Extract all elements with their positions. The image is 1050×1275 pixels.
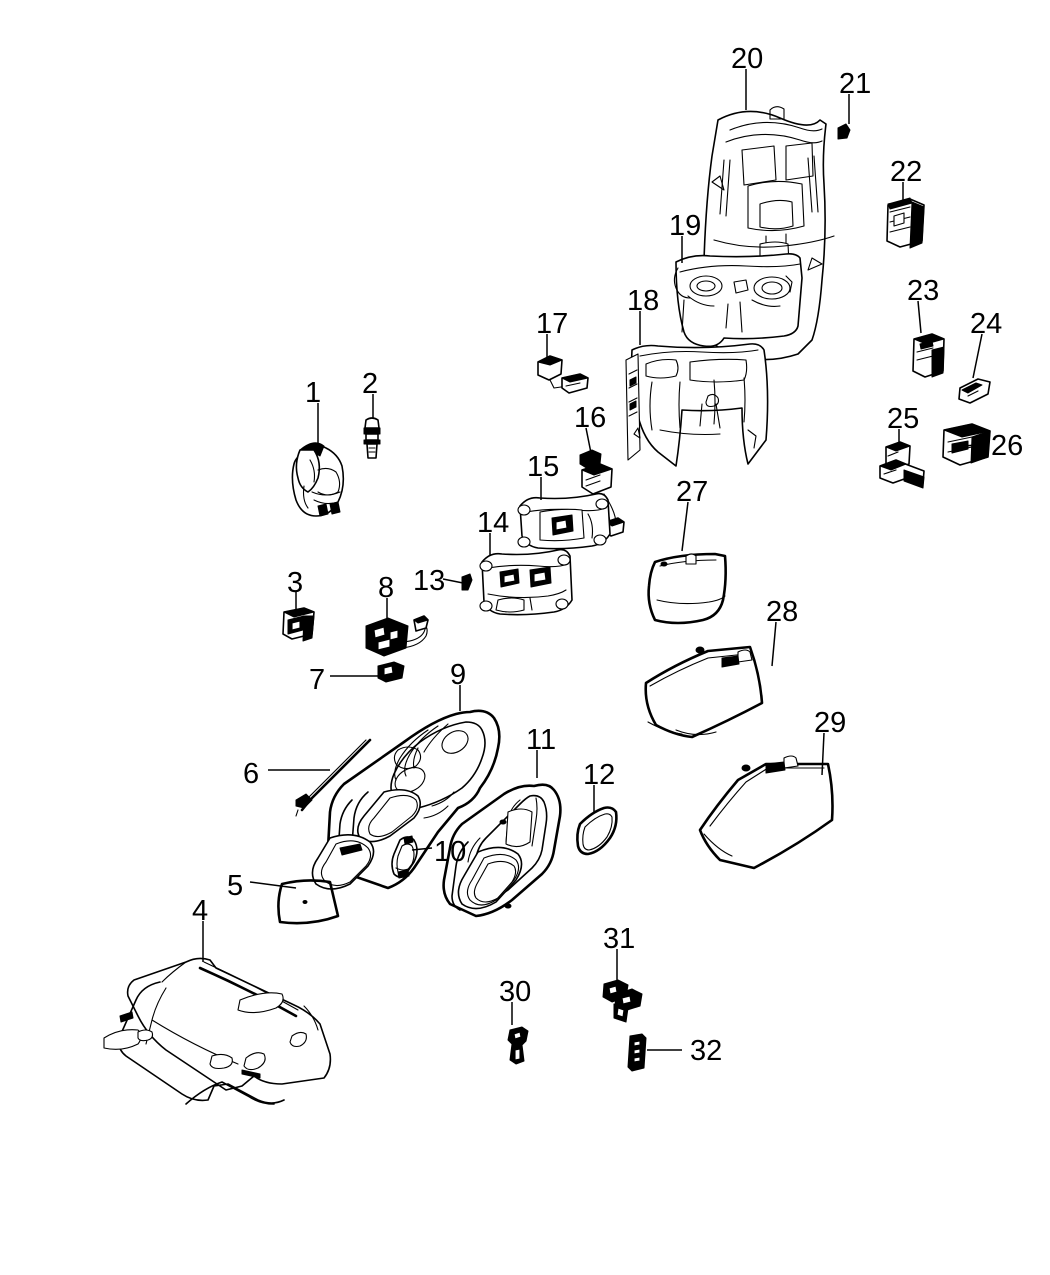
callout-leader-lines — [202, 69, 989, 1051]
part-27-console-lid-small — [647, 552, 727, 625]
callout-number-4[interactable]: 4 — [192, 895, 209, 927]
callout-number-10[interactable]: 10 — [434, 836, 467, 868]
callout-number-14[interactable]: 14 — [477, 507, 510, 539]
part-4-console-floor-carpet-mat — [103, 957, 332, 1105]
callout-number-21[interactable]: 21 — [839, 68, 872, 100]
callout-number-19[interactable]: 19 — [669, 210, 702, 242]
part-24-cover-cap — [958, 378, 991, 404]
leader-line-5 — [249, 881, 297, 889]
callout-number-18[interactable]: 18 — [627, 285, 660, 317]
part-8-wiring-harness-connector — [365, 615, 429, 657]
callout-number-28[interactable]: 28 — [766, 596, 799, 628]
callout-number-29[interactable]: 29 — [814, 707, 847, 739]
callout-number-5[interactable]: 5 — [227, 870, 244, 902]
leader-line-27 — [681, 501, 689, 552]
callout-number-24[interactable]: 24 — [970, 308, 1003, 340]
part-13-screw-fastener — [461, 573, 473, 591]
part-9-console-upper-base — [311, 709, 501, 890]
callout-number-15[interactable]: 15 — [527, 451, 560, 483]
part-28-console-lid-large — [644, 645, 764, 739]
leader-line-16 — [585, 427, 592, 454]
callout-number-32[interactable]: 32 — [690, 1035, 723, 1067]
part-15-bracket-upper — [517, 492, 611, 550]
callout-number-26[interactable]: 26 — [991, 430, 1024, 462]
part-6-antenna-rod — [295, 738, 372, 817]
part-30-bolt-small — [507, 1026, 529, 1065]
callout-number-1[interactable]: 1 — [305, 377, 322, 409]
part-18-rear-console-housing — [625, 343, 769, 467]
callout-number-27[interactable]: 27 — [676, 476, 709, 508]
leader-line-10 — [411, 847, 433, 851]
part-32-stud-pin — [627, 1033, 647, 1072]
leader-line-23 — [917, 300, 922, 334]
leader-line-26 — [963, 443, 989, 447]
callout-number-16[interactable]: 16 — [574, 402, 607, 434]
part-2-power-outlet-plug — [363, 417, 381, 459]
callout-number-13[interactable]: 13 — [413, 565, 446, 597]
part-5-end-cap-cover — [277, 879, 340, 925]
callout-number-31[interactable]: 31 — [603, 923, 636, 955]
callout-number-11[interactable]: 11 — [526, 724, 557, 756]
part-10-console-latch — [391, 835, 418, 879]
leader-line-28 — [771, 621, 777, 667]
part-3-retainer-clip — [282, 607, 315, 642]
callout-number-20[interactable]: 20 — [731, 43, 764, 75]
part-22-electrical-socket — [886, 197, 925, 249]
part-31-nut-pair — [602, 979, 643, 1023]
part-7-grommet — [377, 661, 405, 683]
part-23-usb-port-module — [912, 333, 945, 378]
callout-number-7[interactable]: 7 — [309, 664, 326, 696]
leader-line-29 — [821, 732, 825, 776]
part-21-push-pin-clip — [837, 123, 851, 140]
part-12-bezel-trim-plate — [576, 806, 618, 856]
callout-number-25[interactable]: 25 — [887, 403, 920, 435]
callout-number-23[interactable]: 23 — [907, 275, 940, 307]
part-14-bracket-lower — [479, 548, 573, 616]
part-26-terminal-block — [942, 423, 991, 466]
part-19-rear-cup-holder — [673, 253, 803, 348]
callout-number-22[interactable]: 22 — [890, 156, 923, 188]
part-25-switch-connector — [879, 441, 925, 489]
part-17-connector-module — [537, 355, 589, 394]
callout-number-17[interactable]: 17 — [536, 308, 569, 340]
callout-number-9[interactable]: 9 — [450, 659, 467, 691]
callout-number-2[interactable]: 2 — [362, 368, 379, 400]
callout-number-12[interactable]: 12 — [583, 759, 616, 791]
callout-number-8[interactable]: 8 — [378, 572, 395, 604]
callout-number-3[interactable]: 3 — [287, 567, 304, 599]
leader-line-13 — [442, 578, 464, 584]
callout-number-30[interactable]: 30 — [499, 976, 532, 1008]
part-1-cup-holder-insert — [291, 442, 345, 517]
part-11-console-lower-base — [442, 783, 562, 918]
callout-number-6[interactable]: 6 — [243, 758, 260, 790]
leader-line-24 — [972, 333, 983, 379]
part-29-console-tray-frame — [698, 755, 834, 870]
